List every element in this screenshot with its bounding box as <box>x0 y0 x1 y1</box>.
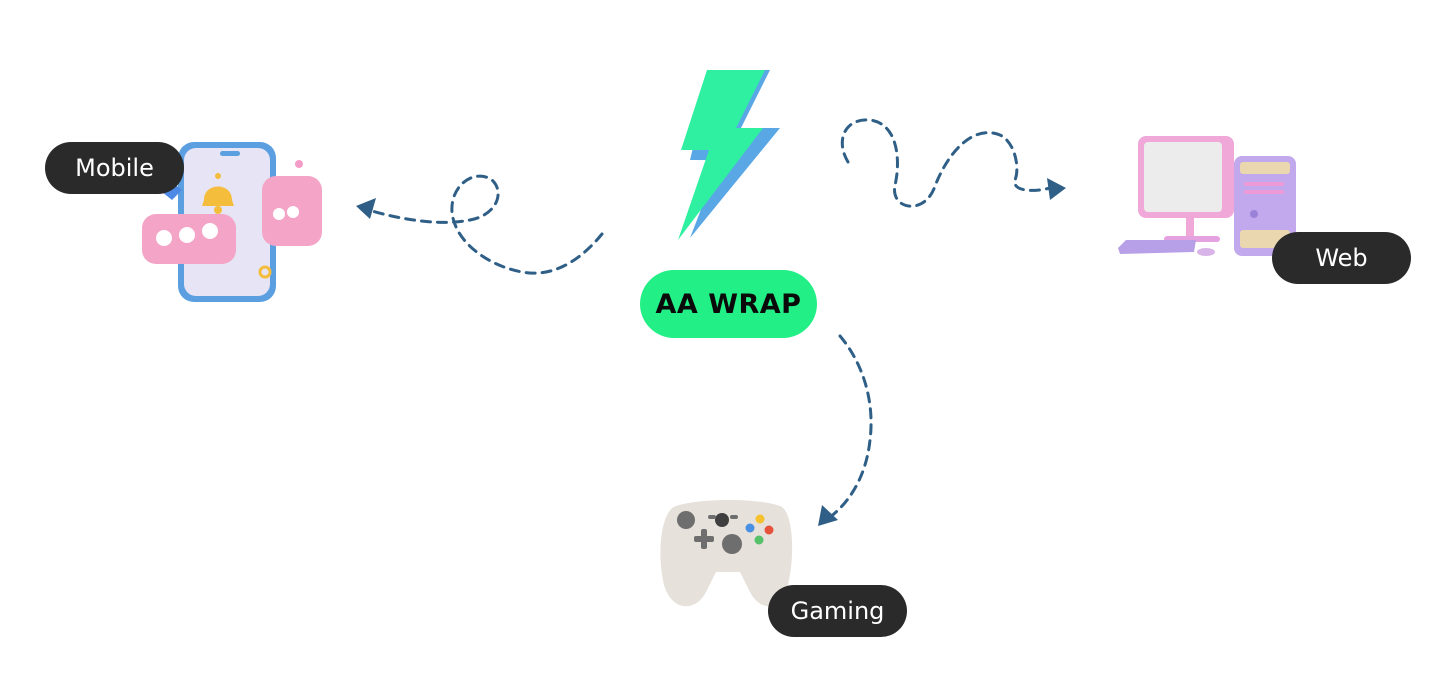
arrow-to-web-head <box>1047 178 1066 200</box>
smartphone-notification-icon <box>142 142 322 302</box>
node-label-web: Web <box>1272 232 1411 284</box>
node-label-gaming: Gaming <box>768 585 907 637</box>
hub-label: AA WRAP <box>640 270 817 338</box>
desktop-computer-icon <box>1118 136 1296 256</box>
game-controller-icon <box>660 500 793 607</box>
arrow-to-gaming <box>824 334 873 522</box>
arrow-to-web <box>840 118 1052 208</box>
node-label-mobile: Mobile <box>45 142 184 194</box>
arrow-to-gaming-head <box>818 505 838 526</box>
arrow-to-mobile-head <box>356 198 376 219</box>
lightning-bolt-icon <box>678 70 780 240</box>
arrow-to-mobile <box>360 174 604 275</box>
